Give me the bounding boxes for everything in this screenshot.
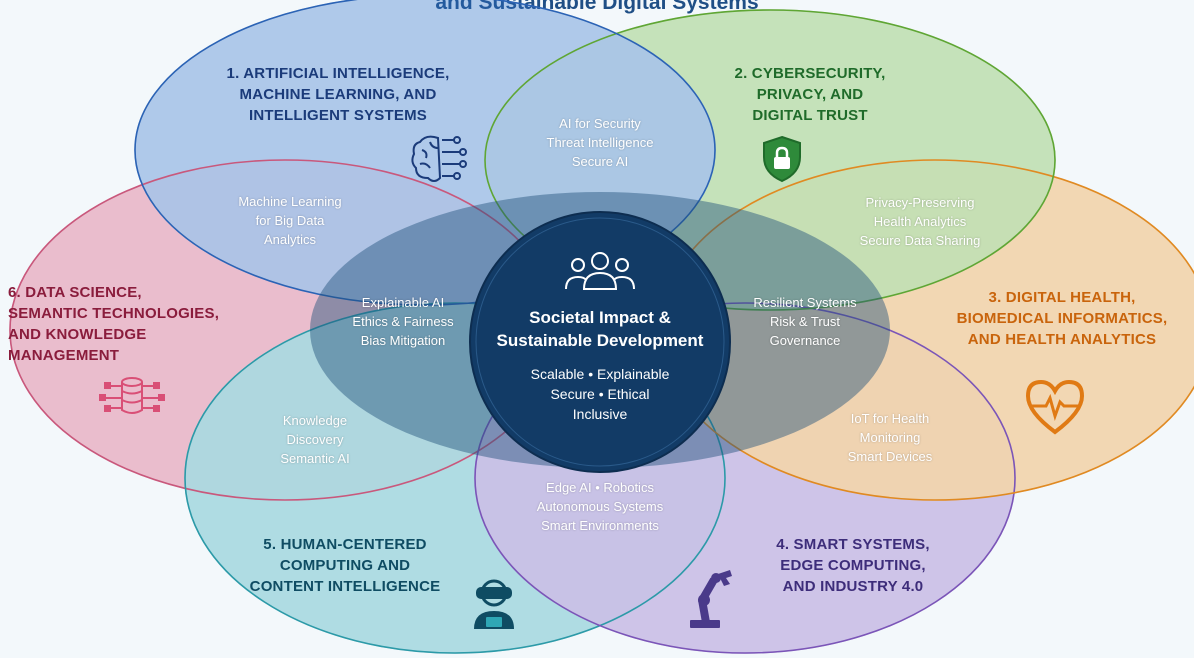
overlap-ai-cyber: AI for Security Threat Intelligence Secu… [546, 116, 654, 169]
domain-smart-systems-title: 4. SMART SYSTEMS, EDGE COMPUTING, AND IN… [776, 536, 930, 595]
shield-lock-icon [763, 135, 801, 183]
overlap-resilient-systems: Resilient Systems Risk & Trust Governanc… [753, 295, 857, 348]
overlap-explainable-ai: Explainable AI Ethics & Fairness Bias Mi… [352, 295, 454, 348]
domain-health-title: 3. DIGITAL HEALTH, BIOMEDICAL INFORMATIC… [956, 289, 1168, 348]
human-vr-icon [474, 579, 514, 629]
overlap-ai-data: Machine Learning for Big Data Analytics [238, 194, 342, 247]
domain-ai-title: 1. ARTIFICIAL INTELLIGENCE, MACHINE LEAR… [226, 65, 450, 124]
people-group-icon [565, 252, 635, 290]
overlap-health-smart: IoT for Health Monitoring Smart Devices [847, 411, 933, 464]
domain-human-centered-title: 5. HUMAN-CENTERED COMPUTING AND CONTENT … [249, 536, 441, 595]
domain-cybersecurity-title: 2. CYBERSECURITY, PRIVACY, AND DIGITAL T… [734, 65, 886, 124]
center-values: Scalable • Explainable Secure • Ethical … [530, 366, 670, 422]
domain-data-science-title: 6. DATA SCIENCE, SEMANTIC TECHNOLOGIES, … [8, 284, 220, 364]
heartbeat-icon [1025, 379, 1085, 435]
robot-arm-icon [690, 570, 732, 628]
center-circle [469, 211, 731, 473]
brain-circuit-icon [411, 135, 467, 182]
overlap-cyber-health: Privacy-Preserving Health Analytics Secu… [859, 195, 981, 248]
overlap-human-data: Knowledge Discovery Semantic AI [280, 413, 350, 466]
database-network-icon [99, 377, 165, 414]
center-title: Societal Impact & Sustainable Developmen… [496, 308, 704, 350]
overlap-smart-human: Edge AI • Robotics Autonomous Systems Sm… [536, 480, 664, 533]
